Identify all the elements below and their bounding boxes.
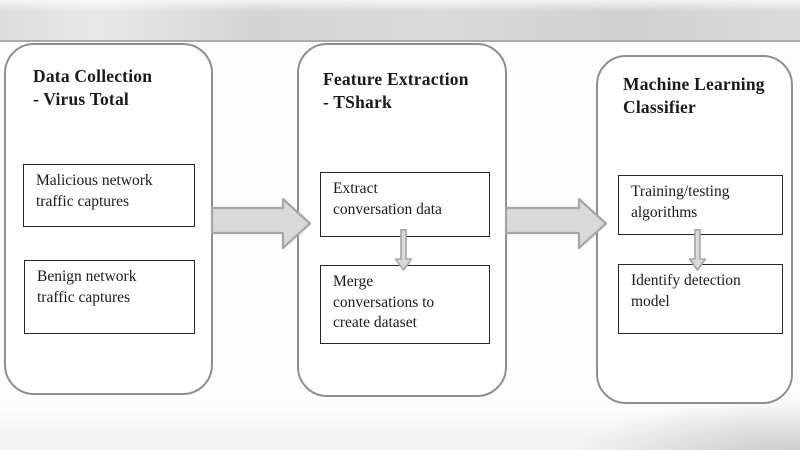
process-box-label: Merge conversations to create dataset: [333, 273, 435, 331]
panel-data-collection: Data Collection - Virus Total Malicious …: [4, 43, 213, 395]
panel-feature-extraction: Feature Extraction - TShark Extract conv…: [297, 43, 507, 397]
process-box-label: Malicious network traffic captures: [36, 172, 153, 210]
right-arrow-icon: [210, 197, 312, 250]
panel-title-data-collection: Data Collection - Virus Total: [33, 66, 153, 109]
panel-title-feature-extraction: Feature Extraction - TShark: [323, 69, 469, 112]
panel-title-ml-classifier: Machine Learning Classifier: [623, 74, 765, 117]
process-box-label: Identify detection model: [631, 272, 741, 310]
down-arrow-icon: [394, 229, 413, 271]
panel-ml-classifier: Machine Learning Classifier Training/tes…: [596, 55, 793, 404]
process-box-merge-conversations: Merge conversations to create dataset: [320, 265, 490, 344]
process-box-label: Benign network traffic captures: [37, 268, 137, 306]
top-gradient-band: [0, 0, 800, 42]
down-arrow-icon: [688, 229, 707, 271]
process-box-benign-captures: Benign network traffic captures: [24, 260, 195, 334]
process-box-label: Training/testing algorithms: [631, 183, 730, 221]
process-box-identify-model: Identify detection model: [618, 264, 783, 334]
right-arrow-icon: [504, 197, 608, 250]
process-box-label: Extract conversation data: [333, 180, 442, 218]
process-box-extract-conversations: Extract conversation data: [320, 172, 490, 237]
process-box-malicious-captures: Malicious network traffic captures: [23, 164, 195, 227]
process-box-training-testing: Training/testing algorithms: [618, 175, 783, 235]
